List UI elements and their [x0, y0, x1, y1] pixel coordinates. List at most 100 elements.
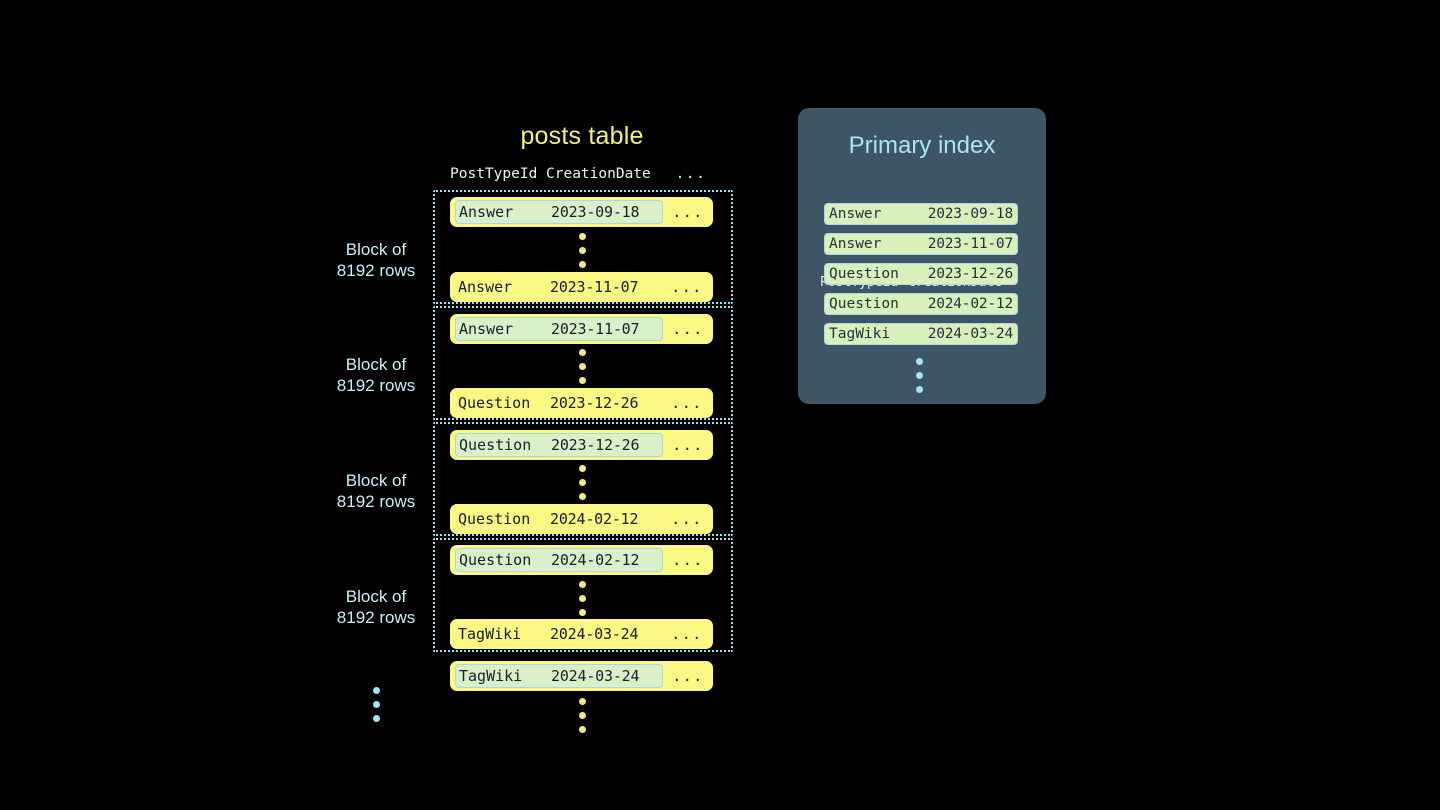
block-outline-4 [433, 538, 733, 652]
cell-ellipsis: ... [672, 551, 704, 569]
dot [578, 698, 586, 705]
cell-posttypeid: TagWiki [458, 625, 522, 643]
row-highlight-box: Answer 2023-11-07 [455, 317, 663, 341]
index-row: Question 2023-12-26 [824, 263, 1018, 285]
dot [372, 687, 380, 694]
index-cell-posttypeid: Question [829, 296, 899, 312]
dot [915, 372, 923, 379]
index-cell-posttypeid: Answer [829, 236, 882, 252]
block-label-1: Block of 8192 rows [306, 239, 446, 281]
cell-creationdate: 2024-03-24 [551, 667, 640, 685]
block-outline-2 [433, 306, 733, 420]
dot [578, 377, 586, 384]
dot [578, 712, 586, 719]
dot [578, 493, 586, 500]
cell-ellipsis: ... [672, 436, 704, 454]
table-row: Question 2024-02-12 ... [450, 504, 713, 534]
block-label-3-line1: Block of [345, 471, 407, 490]
cell-posttypeid: Answer [459, 320, 514, 338]
column-header-posttypeid: PostTypeId [450, 166, 538, 182]
index-row: Question 2024-02-12 [824, 293, 1018, 315]
dot [578, 233, 586, 240]
column-header-creationdate: CreationDate [546, 166, 651, 182]
row-cells: Question 2024-02-12 [455, 507, 661, 531]
cell-creationdate: 2024-03-24 [550, 625, 639, 643]
block-label-3-line2: 8192 rows [336, 492, 416, 511]
dot [915, 358, 923, 365]
block-label-4-line1: Block of [345, 587, 407, 606]
table-row: Question 2023-12-26 ... [450, 388, 713, 418]
cell-creationdate: 2024-02-12 [551, 551, 640, 569]
index-cell-creationdate: 2023-11-07 [927, 236, 1014, 252]
dot [578, 261, 586, 268]
posts-table-title: posts table [520, 122, 644, 150]
dot [372, 701, 380, 708]
dot [578, 581, 586, 588]
table-row: Answer 2023-11-07 ... [450, 272, 713, 302]
dot [578, 479, 586, 486]
cell-posttypeid: Question [459, 436, 532, 454]
row-highlight-box: Question 2024-02-12 [455, 548, 663, 572]
posts-table-column-headers: PostTypeId CreationDate ... [450, 166, 714, 182]
table-row: Answer 2023-11-07 ... [450, 314, 713, 344]
table-row: TagWiki 2024-03-24 ... [450, 619, 713, 649]
index-cell-posttypeid: Answer [829, 206, 882, 222]
block-label-1-line1: Block of [345, 240, 407, 259]
cell-ellipsis: ... [671, 394, 703, 412]
index-cell-creationdate: 2024-03-24 [927, 326, 1014, 342]
column-header-ellipsis: ... [675, 166, 707, 182]
row-highlight-box: TagWiki 2024-03-24 [455, 664, 663, 688]
cell-creationdate: 2023-12-26 [550, 394, 639, 412]
dot [915, 386, 923, 393]
primary-index-panel: Primary index PostTypeId CreationDate An… [798, 108, 1046, 404]
cell-posttypeid: TagWiki [459, 667, 523, 685]
dot [578, 349, 586, 356]
vertical-ellipsis-dots [577, 349, 587, 391]
cell-ellipsis: ... [672, 203, 704, 221]
primary-index-title: Primary index [848, 132, 996, 159]
block-outline-3 [433, 422, 733, 536]
cell-posttypeid: Answer [458, 278, 513, 296]
vertical-ellipsis-dots [577, 233, 587, 275]
cell-creationdate: 2024-02-12 [550, 510, 639, 528]
index-cell-posttypeid: Question [829, 266, 899, 282]
cell-posttypeid: Question [459, 551, 532, 569]
block-label-ellipsis-dots [371, 687, 381, 729]
block-label-2-line2: 8192 rows [336, 376, 416, 395]
row-highlight-box: Question 2023-12-26 [455, 433, 663, 457]
row-cells: Answer 2023-11-07 [455, 275, 661, 299]
cell-ellipsis: ... [672, 667, 704, 685]
cell-creationdate: 2023-09-18 [551, 203, 640, 221]
index-ellipsis-dots [914, 358, 924, 400]
block-label-2-line1: Block of [345, 355, 407, 374]
cell-posttypeid: Answer [459, 203, 514, 221]
table-bottom-ellipsis-dots [577, 698, 587, 740]
table-row: Answer 2023-09-18 ... [450, 197, 713, 227]
dot [578, 465, 586, 472]
block-label-2: Block of 8192 rows [306, 354, 446, 396]
index-cell-posttypeid: TagWiki [829, 326, 891, 342]
block-label-4-line2: 8192 rows [336, 608, 416, 627]
block-label-4: Block of 8192 rows [306, 586, 446, 628]
index-row: TagWiki 2024-03-24 [824, 323, 1018, 345]
block-label-3: Block of 8192 rows [306, 470, 446, 512]
cell-creationdate: 2023-11-07 [550, 278, 639, 296]
cell-posttypeid: Question [458, 394, 531, 412]
dot [372, 715, 380, 722]
block-outline-1 [433, 190, 733, 304]
vertical-ellipsis-dots [577, 465, 587, 507]
row-highlight-box: Answer 2023-09-18 [455, 200, 663, 224]
cell-ellipsis: ... [671, 278, 703, 296]
table-row-trailing: TagWiki 2024-03-24 ... [450, 661, 713, 691]
index-row: Answer 2023-09-18 [824, 203, 1018, 225]
index-cell-creationdate: 2024-02-12 [927, 296, 1014, 312]
dot [578, 363, 586, 370]
cell-posttypeid: Question [458, 510, 531, 528]
index-cell-creationdate: 2023-09-18 [927, 206, 1014, 222]
dot [578, 726, 586, 733]
row-cells: TagWiki 2024-03-24 [455, 622, 661, 646]
dot [578, 609, 586, 616]
cell-creationdate: 2023-12-26 [551, 436, 640, 454]
cell-ellipsis: ... [671, 510, 703, 528]
cell-ellipsis: ... [671, 625, 703, 643]
